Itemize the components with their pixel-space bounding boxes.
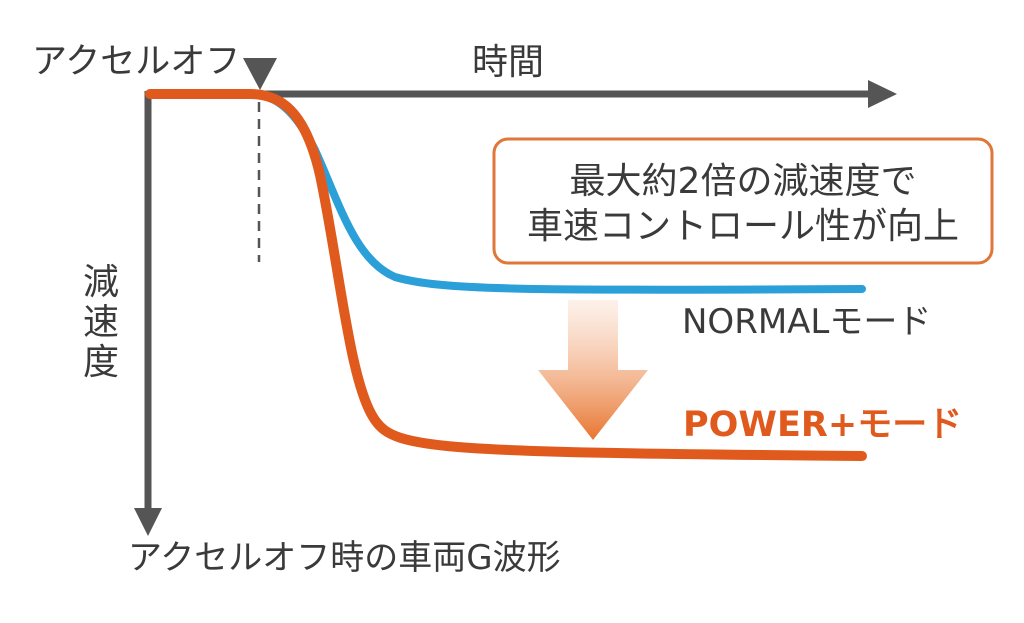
improvement-down-arrow-icon xyxy=(538,300,648,440)
accel-off-label: アクセルオフ xyxy=(32,42,240,82)
chart-caption: アクセルオフ時の車両G波形 xyxy=(128,538,561,578)
time-axis-arrowhead xyxy=(868,80,897,108)
accel-off-marker-icon xyxy=(243,58,277,90)
callout-line-1: 最大約2倍の減速度で xyxy=(570,161,917,202)
time-axis-label: 時間 xyxy=(472,42,544,83)
power-mode-curve xyxy=(145,89,867,461)
deceleration-axis-label-2: 速 xyxy=(83,302,119,343)
deceleration-axis xyxy=(134,91,162,536)
callout-box: 最大約2倍の減速度で 車速コントロール性が向上 xyxy=(492,137,994,265)
normal-mode-label: NORMALモード xyxy=(682,302,931,342)
deceleration-axis-label-1: 減 xyxy=(83,262,119,303)
power-mode-label: POWER+モード xyxy=(683,405,962,445)
callout-line-2: 車速コントロール性が向上 xyxy=(527,206,959,247)
deceleration-axis-arrowhead xyxy=(134,508,162,536)
deceleration-axis-label-3: 度 xyxy=(83,342,119,383)
